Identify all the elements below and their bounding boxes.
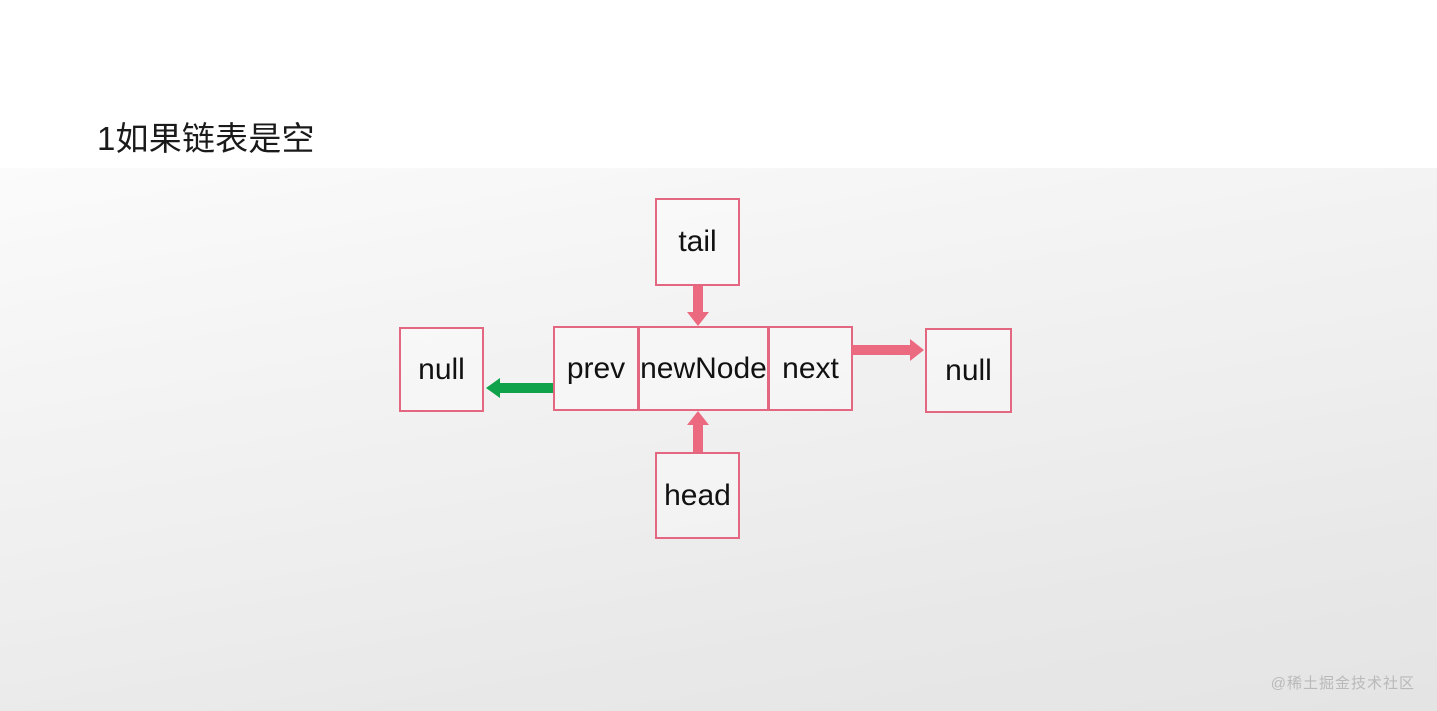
- arrow-next-to-null-head: [910, 339, 924, 361]
- arrow-next-to-null-stem: [852, 345, 912, 355]
- arrow-prev-to-null-head: [486, 378, 500, 398]
- node-cell-next-label: next: [782, 351, 839, 385]
- node-box-tail-label: tail: [678, 225, 717, 258]
- node-box-head-label: head: [664, 478, 731, 512]
- node-box-null-left: null: [399, 327, 484, 412]
- watermark: @稀土掘金技术社区: [1270, 675, 1415, 692]
- background-bottom-band: [0, 168, 1437, 711]
- node-box-head: head: [655, 452, 740, 539]
- node-cell-prev-label: prev: [566, 351, 626, 385]
- node-box-null-right: null: [925, 328, 1012, 413]
- background-top-band: [0, 0, 1437, 168]
- node-cell-prev: prev: [553, 326, 639, 411]
- node-cell-newnode: newNode: [638, 326, 769, 411]
- node-box-null-left-label: null: [418, 352, 465, 386]
- node-box-null-right-label: null: [945, 353, 992, 387]
- arrow-tail-to-node-head: [687, 312, 709, 326]
- node-cell-newnode-label: newNode: [640, 351, 767, 385]
- arrow-head-to-node-head: [687, 411, 709, 425]
- node-box-tail: tail: [655, 198, 740, 286]
- page-title: 1如果链表是空: [97, 120, 315, 157]
- node-cell-next: next: [768, 326, 853, 411]
- arrow-tail-to-node-stem: [693, 286, 703, 318]
- arrow-prev-to-null-stem: [500, 383, 555, 393]
- arrow-head-to-node-stem: [693, 423, 703, 453]
